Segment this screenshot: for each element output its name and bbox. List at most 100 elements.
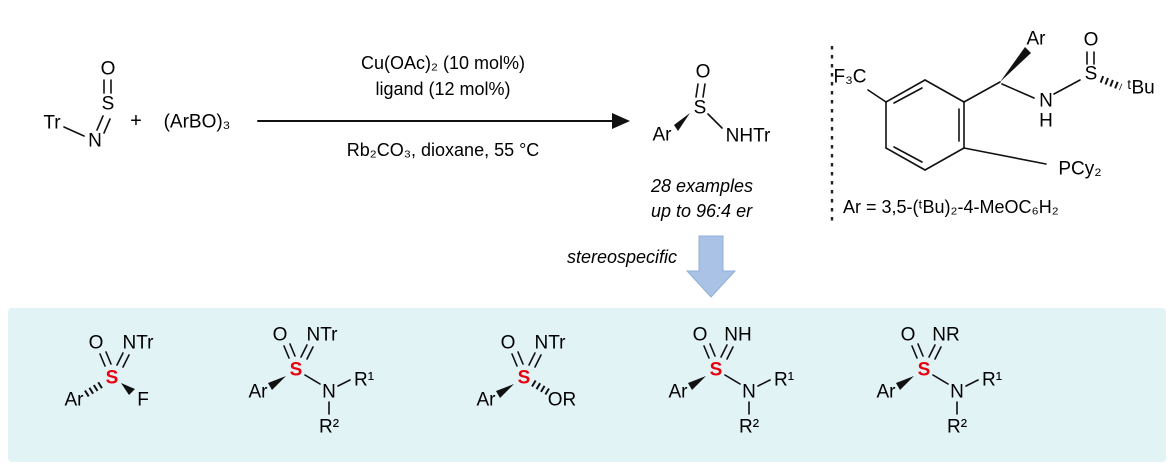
ligand-ar-definition: Ar = 3,5-(ᵗBu)₂-4-MeOC₆H₂ [843,197,1059,217]
bond [1053,79,1081,95]
double-bond-line [709,343,716,357]
condition-catalyst: Cu(OAc)₂ (10 mol%) [360,53,526,73]
wedge-bond [121,383,135,395]
ligand-group-tbu: ᵗBu [1127,77,1155,99]
ring-bond [924,79,965,103]
double-bond-line [917,343,924,357]
s4-group-r2: R² [738,416,760,438]
ring-double-bond [893,87,923,104]
atom-label-s: S [101,93,115,115]
wedge-bond [674,113,690,131]
stereospecific-label: stereospecific [566,247,678,267]
bond [63,126,85,137]
s4-atom-s: S [709,359,723,381]
double-bond-line [300,344,308,358]
s5-atom-s: S [917,359,931,381]
s5-atom-o: O [900,324,916,346]
double-bond-line [720,344,728,358]
hashed-bond [531,379,550,396]
s1-atom-f: F [137,389,149,411]
product-group-nhtr: NHTr [725,125,771,147]
double-bond-line [511,353,518,367]
double-bond-line [289,343,296,357]
double-bond-line [99,353,106,367]
double-bond-line [116,352,124,366]
wedge-bond [1000,47,1031,82]
plus-sign: + [130,110,142,132]
condition-base-solvent: Rb₂CO₃, dioxane, 55 °C [346,140,540,160]
bond [932,374,949,385]
s1-group-ntr: NTr [122,332,154,354]
ring-bond [885,79,926,103]
bond [724,374,741,385]
product-atom-ar: Ar [652,124,672,146]
s2-group-r2: R² [318,416,340,438]
bond [757,379,771,387]
ring-bond [885,147,926,171]
bond [1001,83,1035,99]
s2-group-r1: R¹ [353,369,375,391]
double-bond-line [528,352,536,366]
s1-atom-s: S [105,367,119,389]
structure2-bonds [268,343,351,415]
hashed-bond [1099,75,1123,91]
ligand-atom-h: H [1039,110,1053,132]
double-bond-line [928,344,936,358]
s2-atom-s: S [289,359,303,381]
s3-atom-ar: Ar [476,389,496,411]
s5-group-r1: R¹ [981,369,1003,391]
structure4-bonds [688,343,771,415]
s3-atom-s: S [517,367,531,389]
bond [963,147,1047,165]
double-bond-line [283,345,290,359]
bond [867,89,887,103]
bond [707,113,723,129]
reaction-arrow [257,113,630,129]
s5-atom-ar: Ar [876,381,896,403]
reactant-arbo3-label: (ArBO)₃ [163,111,231,133]
bond [963,81,1001,103]
s1-atom-ar: Ar [64,389,84,411]
atom-label-n: N [88,130,102,152]
product-atom-s: S [693,97,707,119]
wedge-bond [688,376,706,390]
ring-double-bond [893,146,923,163]
s3-group-ntr: NTr [534,332,566,354]
hashed-bond [84,381,104,397]
ligand-group-pcy2: PCy₂ [1058,158,1102,180]
double-bond-line [911,345,918,359]
s2-group-ntr: NTr [306,324,338,346]
double-bond-line [306,346,314,360]
bond [965,379,979,387]
s4-atom-o: O [692,324,708,346]
s5-group-r2: R² [946,416,968,438]
s4-atom-ar: Ar [668,381,688,403]
atom-label-tr: Tr [43,112,61,134]
double-bond-line [105,351,112,365]
double-bond-line [96,115,104,131]
s4-group-nh: NH [724,324,752,346]
s3-group-or: OR [547,389,577,411]
atom-label-o: O [100,58,116,80]
double-bond-line [534,354,542,368]
result-er: up to 96:4 er [651,201,753,221]
double-bond-line [695,83,699,98]
bond [337,379,351,387]
ligand-atom-s: S [1084,63,1098,85]
s5-group-nr: NR [932,324,960,346]
double-bond-line [702,83,706,98]
products-highlight-panel [8,308,1166,462]
structure1-bonds [84,351,135,397]
s1-atom-o: O [88,332,104,354]
double-bond-line [726,346,734,360]
ring-bond [924,147,965,171]
double-bond-line [703,345,710,359]
structure3-bonds [496,351,550,398]
condition-ligand: ligand (12 mol%) [375,79,511,99]
s3-atom-o: O [500,332,516,354]
s5-atom-n: N [950,381,964,403]
wedge-bond [268,376,286,390]
double-bond-line [122,354,130,368]
s2-atom-n: N [322,381,336,403]
